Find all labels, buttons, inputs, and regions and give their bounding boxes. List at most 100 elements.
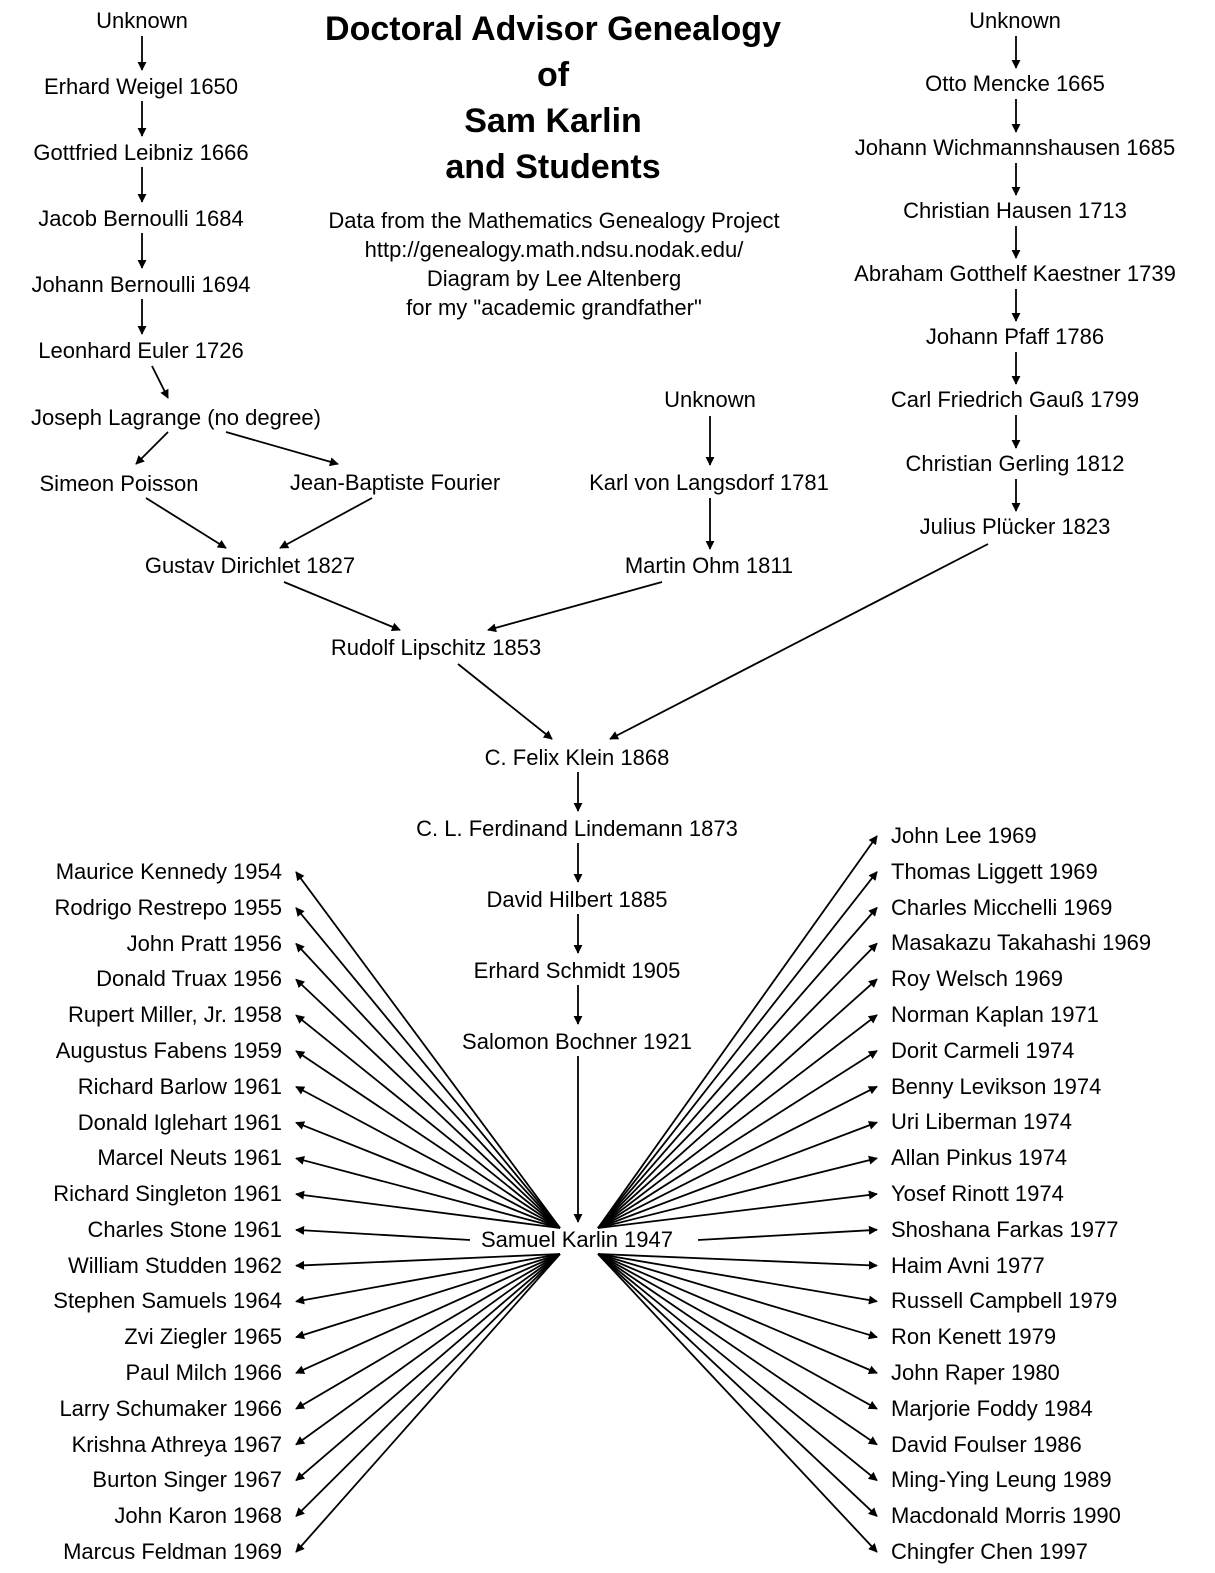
student-right-allan-pinkus-1974: Allan Pinkus 1974 [891,1145,1068,1171]
edge-karlin-stephen-samuels-1964 [295,1253,561,1305]
edge-karlin-john-karon-1968 [295,1253,561,1517]
node-dirichlet: Gustav Dirichlet 1827 [144,553,356,578]
edge-karlin-rodrigo-restrepo-1955 [295,907,561,1229]
edge-karlin-marjorie-foddy-1984 [597,1253,878,1410]
edge-karlin-macdonald-morris-1990 [597,1253,878,1517]
student-right-norman-kaplan-1971: Norman Kaplan 1971 [891,1002,1099,1027]
edge-karlin-ron-kenett-1979 [597,1253,878,1340]
edge-karlin-charles-stone-1961 [295,1225,471,1241]
node-johbernoulli: Johann Bernoulli 1694 [31,272,251,297]
edge-lagrange-fourier [225,431,339,467]
edge-lipschitz-klein [457,663,553,740]
info-credit: Diagram by Lee Altenberg [426,266,682,291]
node-unknown-mid: Unknown [664,387,756,412]
student-left-richard-singleton-1961: Richard Singleton 1961 [53,1181,282,1207]
student-left-marcel-neuts-1961: Marcel Neuts 1961 [97,1145,282,1171]
edge-karlin-john-raper-1980 [597,1253,878,1374]
edge-karlin-william-studden-1962 [295,1253,561,1270]
edge-karlin-donald-truax-1956 [295,978,561,1229]
node-weigel: Erhard Weigel 1650 [43,74,239,99]
student-left-donald-iglehart-1961: Donald Iglehart 1961 [77,1109,282,1135]
student-right-masakazu-takahashi-1969: Masakazu Takahashi 1969 [891,930,1152,956]
edge-plucker-klein [609,543,989,740]
edge-karlin-benny-levikson-1974 [597,1085,878,1229]
student-right-yosef-rinott-1974: Yosef Rinott 1974 [891,1181,1064,1206]
info-dedication: for my "academic grandfather" [406,295,702,320]
diagram-title: Doctoral Advisor Genealogy of Sam Karlin… [325,6,781,190]
info-source: Data from the Mathematics Genealogy Proj… [328,208,780,233]
node-karlin: Samuel Karlin 1947 [480,1227,674,1252]
title-line-3: Sam Karlin [464,102,642,140]
student-right-haim-avni-1977: Haim Avni 1977 [891,1252,1045,1278]
node-mencke: Otto Mencke 1665 [925,71,1105,96]
edge-karlin-uri-liberman-1974 [597,1121,878,1229]
edge-karlin-zvi-ziegler-1965 [295,1253,561,1340]
student-right-thomas-liggett-1969: Thomas Liggett 1969 [891,858,1098,884]
edge-ohm-lipschitz [487,581,663,633]
node-fourier: Jean-Baptiste Fourier [289,470,501,495]
node-gerling: Christian Gerling 1812 [905,451,1125,476]
edge-karlin-richard-barlow-1961 [295,1085,561,1229]
node-schmidt: Erhard Schmidt 1905 [473,958,681,983]
node-lipschitz: Rudolf Lipschitz 1853 [330,635,542,660]
edge-dirichlet-lipschitz [283,581,401,632]
edge-karlin-dorit-carmeli-1974 [597,1050,878,1229]
student-right-ron-kenett-1979: Ron Kenett 1979 [891,1324,1057,1350]
node-plucker: Julius Plücker 1823 [919,514,1111,539]
edge-karlin-maurice-kennedy-1954 [295,871,561,1229]
edge-karlin-allan-pinkus-1974 [597,1155,878,1229]
title-line-4: and Students [445,148,661,186]
student-left-augustus-fabens-1959: Augustus Fabens 1959 [55,1037,282,1063]
student-right-chingfer-chen-1997: Chingfer Chen 1997 [891,1539,1088,1564]
student-right-charles-micchelli-1969: Charles Micchelli 1969 [891,894,1113,920]
info-url: http://genealogy.math.ndsu.nodak.edu/ [364,237,744,262]
edge-fourier-dirichlet [279,497,373,549]
title-line-1: Doctoral Advisor Genealogy [325,10,781,48]
edge-karlin-charles-micchelli-1969 [597,906,878,1229]
student-right-shoshana-farkas-1977: Shoshana Farkas 1977 [891,1216,1119,1242]
edge-karlin-donald-iglehart-1961 [295,1121,561,1229]
node-hilbert: David Hilbert 1885 [486,887,668,912]
diagram-info: Data from the Mathematics Genealogy Proj… [328,206,779,322]
node-hausen: Christian Hausen 1713 [903,198,1127,223]
edge-karlin-marcus-feldman-1969 [295,1253,561,1553]
edge-karlin-haim-avni-1977 [597,1253,878,1270]
node-poisson: Simeon Poisson [39,471,199,496]
node-unknown-right: Unknown [969,8,1061,33]
edge-karlin-chingfer-chen-1997 [597,1253,878,1553]
edge-karlin-krishna-athreya-1967 [295,1253,561,1446]
edge-karlin-augustus-fabens-1959 [295,1050,561,1229]
edge-karlin-thomas-liggett-1969 [597,871,878,1229]
node-unknown-left: Unknown [96,8,188,33]
student-left-larry-schumaker-1966: Larry Schumaker 1966 [59,1395,282,1421]
student-left-paul-milch-1966: Paul Milch 1966 [125,1360,282,1386]
title-line-2: of [536,56,570,94]
edge-karlin-david-foulser-1986 [597,1253,878,1446]
node-ohm: Martin Ohm 1811 [624,553,794,578]
student-left-rodrigo-restrepo-1955: Rodrigo Restrepo 1955 [54,894,282,920]
student-right-russell-campbell-1979: Russell Campbell 1979 [891,1288,1118,1314]
student-left-richard-barlow-1961: Richard Barlow 1961 [77,1073,282,1099]
student-right-ming-ying-leung-1989: Ming-Ying Leung 1989 [891,1467,1112,1493]
edge-karlin-john-lee-1969 [597,835,878,1229]
node-euler: Leonhard Euler 1726 [38,338,244,363]
edge-karlin-burton-singer-1967 [295,1253,561,1482]
student-left-zvi-ziegler-1965: Zvi Ziegler 1965 [124,1324,282,1350]
edge-lagrange-poisson [135,431,169,465]
node-wichmannshausen: Johann Wichmannshausen 1685 [854,135,1176,160]
student-right-john-lee-1969: John Lee 1969 [891,823,1037,848]
student-right-uri-liberman-1974: Uri Liberman 1974 [891,1109,1072,1135]
node-lindemann: C. L. Ferdinand Lindemann 1873 [416,816,738,841]
student-left-donald-truax-1956: Donald Truax 1956 [96,966,282,992]
node-kaestner: Abraham Gotthelf Kaestner 1739 [854,261,1176,286]
edge-karlin-larry-schumaker-1966 [295,1253,561,1410]
edge-poisson-dirichlet [145,497,227,549]
student-right-macdonald-morris-1990: Macdonald Morris 1990 [891,1503,1121,1529]
edge-karlin-russell-campbell-1979 [597,1253,878,1305]
student-right-marjorie-foddy-1984: Marjorie Foddy 1984 [891,1395,1093,1421]
edge-karlin-norman-kaplan-1971 [597,1014,878,1229]
student-left-william-studden-1962: William Studden 1962 [67,1252,282,1278]
edge-karlin-ming-ying-leung-1989 [597,1253,878,1482]
student-right-john-raper-1980: John Raper 1980 [891,1360,1060,1385]
